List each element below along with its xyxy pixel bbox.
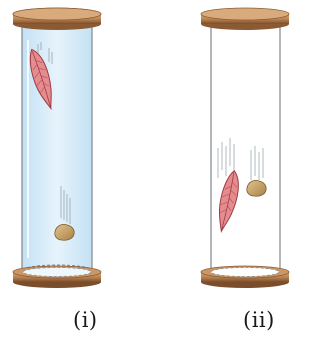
stone-icon xyxy=(247,180,266,196)
top-cap xyxy=(13,8,101,30)
tube-vacuum xyxy=(201,8,289,288)
bottom-cap xyxy=(13,266,101,288)
feather-motion-lines xyxy=(218,138,234,178)
bottom-cap xyxy=(201,266,289,288)
top-cap xyxy=(201,8,289,30)
stone-motion-lines xyxy=(251,146,263,180)
feather-icon xyxy=(214,169,242,233)
tube-label-vacuum: (ii) xyxy=(243,308,275,332)
stone-icon xyxy=(55,224,74,240)
tube-air xyxy=(13,8,101,288)
tube-label-air: (i) xyxy=(73,308,98,332)
